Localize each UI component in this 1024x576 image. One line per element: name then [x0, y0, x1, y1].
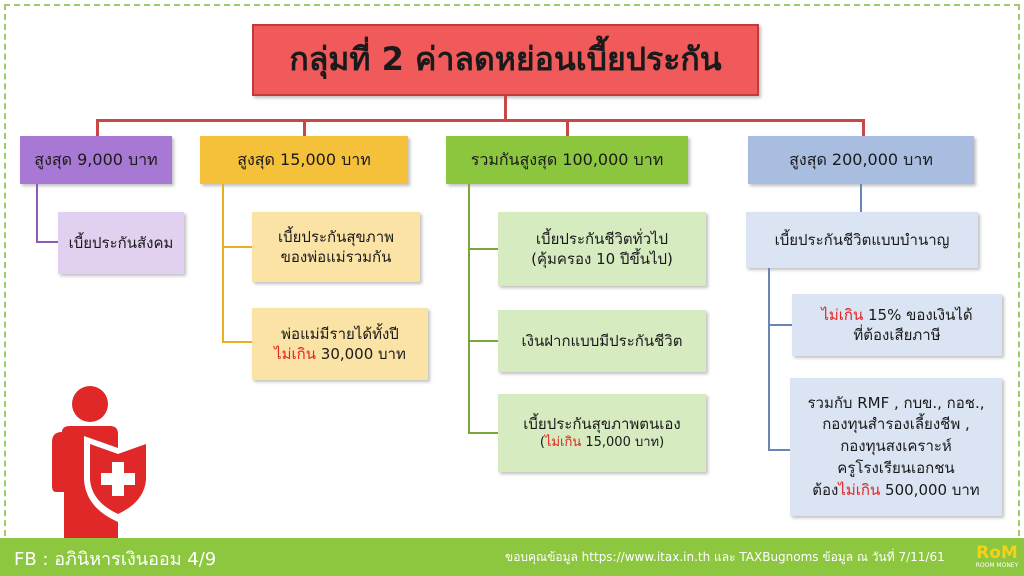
column1-branch-vertical	[36, 184, 38, 242]
frame-top-border	[4, 4, 1020, 6]
column2-item1-line2: ของพ่อแม่รวมกัน	[280, 248, 392, 266]
column3-branch-item3	[468, 432, 498, 434]
column3-item1: เบี้ยประกันชีวิตทั่วไป (คุ้มครอง 10 ปีขึ…	[498, 212, 706, 286]
logo-sub-text: ROOM MONEY	[975, 562, 1019, 569]
column4-branch-item3	[768, 449, 792, 451]
column3-header-text: รวมกันสูงสุด 100,000 บาท	[470, 150, 664, 170]
column3-branch-item2	[468, 340, 498, 342]
column1-item1: เบี้ยประกันสังคม	[58, 212, 184, 274]
column2-item2: พ่อแม่มีรายได้ทั้งปี ไม่เกิน 30,000 บาท	[252, 308, 428, 380]
column2-item1-line1: เบี้ยประกันสุขภาพ	[277, 227, 394, 246]
column4-item3-line2: กองทุนสำรองเลี้ยงชีพ ,	[822, 415, 970, 434]
column3-item3-line1: เบี้ยประกันสุขภาพตนเอง	[523, 415, 681, 434]
column3-item3-line2-rest: 15,000 บาท)	[581, 435, 665, 451]
column3-item3-line2-pre: (	[539, 435, 545, 451]
column4-header-text: สูงสุด 200,000 บาท	[789, 150, 933, 170]
room-money-logo: RoM ROOM MONEY	[975, 540, 1019, 574]
column1-branch-item1	[36, 241, 58, 243]
column3-item2: เงินฝากแบบมีประกันชีวิต	[498, 310, 706, 372]
connector-col4	[862, 119, 865, 136]
person-shield-icon	[52, 386, 152, 538]
frame-left-border	[4, 4, 6, 536]
column4-item1: เบี้ยประกันชีวิตแบบบำนาญ	[746, 212, 978, 268]
column1-header-text: สูงสุด 9,000 บาท	[34, 150, 158, 170]
column3-item3: เบี้ยประกันสุขภาพตนเอง (ไม่เกิน 15,000 บ…	[498, 394, 706, 472]
connector-col2	[303, 119, 306, 136]
column2-branch-item1	[222, 246, 252, 248]
column3-item1-line1: เบี้ยประกันชีวิตทั่วไป	[535, 229, 669, 248]
column3-item2-text: เงินฝากแบบมีประกันชีวิต	[521, 331, 683, 350]
column1-item1-text: เบี้ยประกันสังคม	[68, 233, 174, 252]
column3-header: รวมกันสูงสุด 100,000 บาท	[446, 136, 688, 184]
column4-header: สูงสุด 200,000 บาท	[748, 136, 974, 184]
column4-item2-line1-rest: 15% ของเงินได้	[863, 305, 973, 324]
column1-header: สูงสุด 9,000 บาท	[20, 136, 172, 184]
column2-branch-item2	[222, 341, 252, 343]
column3-item1-line2: (คุ้มครอง 10 ปีขึ้นไป)	[531, 250, 673, 268]
column2-item2-line1: พ่อแม่มีรายได้ทั้งปี	[281, 324, 399, 343]
column2-item2-line2: ไม่เกิน 30,000 บาท	[274, 344, 406, 364]
column4-item1-text: เบี้ยประกันชีวิตแบบบำนาญ	[774, 230, 950, 249]
title-text: กลุ่มที่ 2 ค่าลดหย่อนเบี้ยประกัน	[289, 40, 722, 79]
column3-item3-red-text: ไม่เกิน	[544, 435, 582, 451]
column4-header-to-item1	[860, 184, 862, 212]
column2-header-text: สูงสุด 15,000 บาท	[237, 150, 371, 170]
top-connector-horizontal	[96, 119, 864, 122]
column4-item2-line2: ที่ต้องเสียภาษี	[853, 326, 941, 344]
column4-item3-line5: ต้องไม่เกิน 500,000 บาท	[812, 480, 979, 502]
footer-credit-text: ขอบคุณข้อมูล https://www.itax.in.th และ …	[505, 550, 945, 564]
column2-header: สูงสุด 15,000 บาท	[200, 136, 408, 184]
column4-item3-line1: รวมกับ RMF , กบข., กอช.,	[807, 393, 985, 412]
footer-facebook-label: FB : อภินิหารเงินออม 4/9	[14, 549, 217, 570]
column4-item2: ไม่เกิน 15% ของเงินได้ ที่ต้องเสียภาษี	[792, 294, 1002, 356]
title-connector-vertical	[504, 96, 507, 120]
column3-branch-item1	[468, 248, 498, 250]
column4-item2-red-text: ไม่เกิน	[821, 305, 864, 324]
column4-item3-red-text: ไม่เกิน	[838, 480, 881, 499]
column4-item3: รวมกับ RMF , กบข., กอช., กองทุนสำรองเลี้…	[790, 378, 1002, 516]
column2-item2-red-text: ไม่เกิน	[274, 345, 317, 363]
column3-item3-line2: (ไม่เกิน 15,000 บาท)	[540, 434, 664, 452]
column3-branch-vertical	[468, 184, 470, 434]
frame-right-border	[1018, 4, 1020, 536]
column2-branch-vertical	[222, 184, 224, 342]
column2-item2-line2-rest: 30,000 บาท	[316, 345, 406, 363]
column4-branch-vertical	[768, 268, 770, 450]
connector-col3	[566, 119, 569, 136]
column4-item3-line5-pre: ต้อง	[812, 480, 839, 499]
column2-item1: เบี้ยประกันสุขภาพ ของพ่อแม่รวมกัน	[252, 212, 420, 282]
column4-item3-line3: กองทุนสงเคราะห์	[840, 437, 952, 456]
column4-branch-item2	[768, 324, 792, 326]
footer-bar	[0, 538, 1024, 576]
logo-main-text: RoM	[976, 543, 1018, 563]
column4-item3-line4: ครูโรงเรียนเอกชน	[837, 458, 955, 477]
connector-col1	[96, 119, 99, 136]
diagram-title: กลุ่มที่ 2 ค่าลดหย่อนเบี้ยประกัน	[252, 24, 759, 96]
column4-item3-line5-rest: 500,000 บาท	[880, 480, 980, 499]
column4-item2-line1: ไม่เกิน 15% ของเงินได้	[821, 305, 972, 325]
